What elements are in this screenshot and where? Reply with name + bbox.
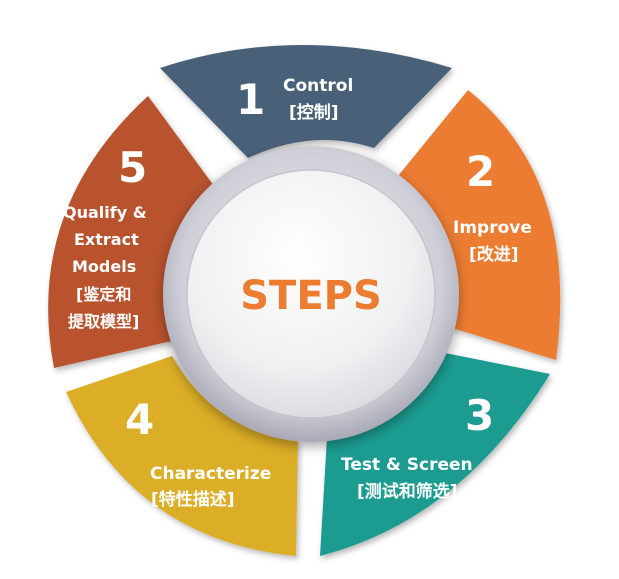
step-2-number: 2: [466, 147, 495, 196]
step-5-title-line-2: Extract: [74, 230, 139, 249]
step-3-number: 3: [465, 391, 494, 440]
step-3-subtitle: [测试和筛选]: [357, 481, 458, 502]
step-2-title: Improve: [453, 218, 532, 238]
step-2-improve: 2 Improve [改进]: [398, 90, 561, 360]
step-5-number: 5: [118, 143, 147, 192]
step-1-control: 1 Control [控制]: [160, 45, 452, 158]
step-5-subtitle-line-2: 提取模型]: [68, 312, 139, 331]
segment-2-shape: [398, 90, 561, 360]
step-4-characterize: 4 Characterize [特性描述]: [66, 356, 298, 556]
center-title: STEPS: [240, 273, 382, 319]
step-1-subtitle: [控制]: [289, 102, 339, 123]
step-3-test-screen: 3 Test & Screen [测试和筛选]: [320, 352, 550, 556]
segment-1-shape: [160, 45, 452, 158]
segment-3-shape: [320, 352, 550, 556]
step-1-number: 1: [236, 75, 265, 124]
hub-face: [186, 169, 436, 419]
step-4-title: Characterize: [150, 464, 271, 484]
step-5-subtitle-line-1: [鉴定和: [76, 285, 131, 304]
step-4-subtitle: [特性描述]: [151, 489, 235, 510]
center-hub: STEPS: [163, 146, 459, 442]
step-4-number: 4: [125, 395, 154, 444]
step-3-title: Test & Screen: [341, 455, 473, 475]
step-1-title: Control: [283, 76, 353, 96]
step-5-title-line-1: Qualify &: [63, 203, 147, 222]
step-2-subtitle: [改进]: [469, 244, 519, 265]
segment-4-shape: [66, 356, 298, 556]
step-5-title-line-3: Models: [72, 257, 136, 276]
